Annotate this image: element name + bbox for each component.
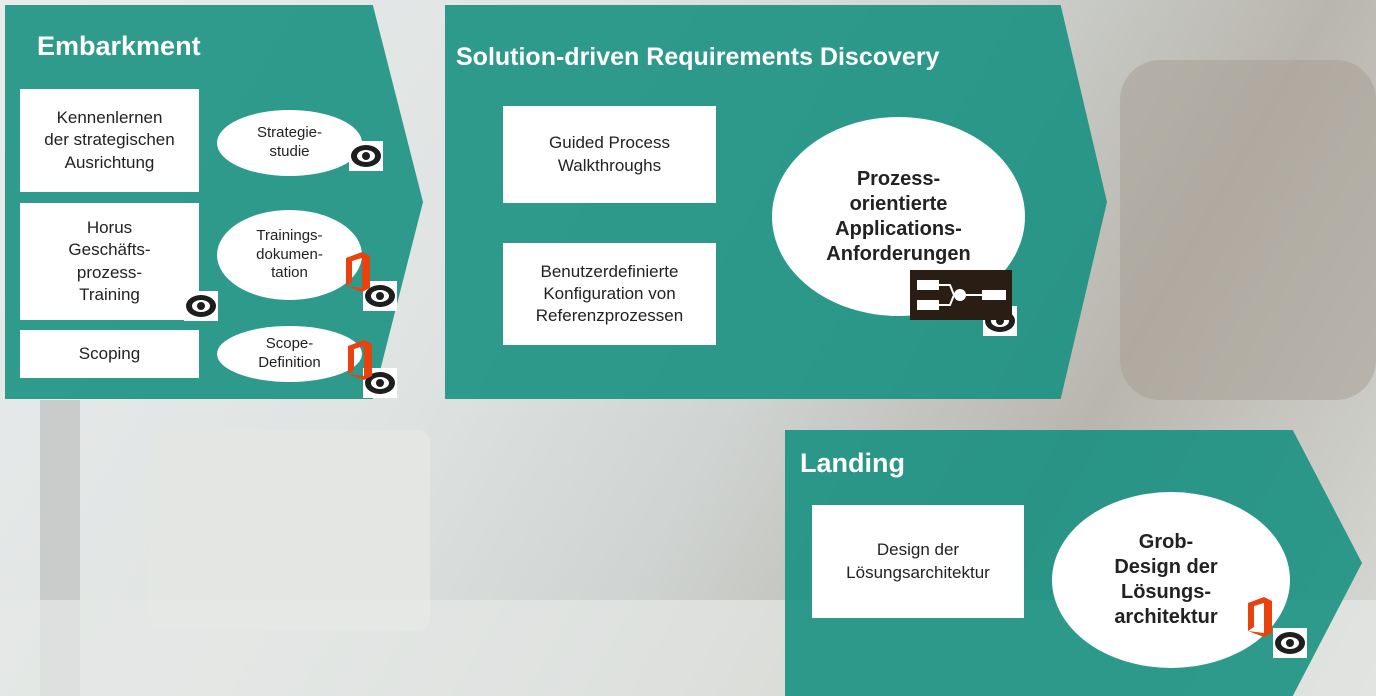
deliverable-label: Trainings- dokumen- tation xyxy=(256,226,323,282)
activity-box: Design der Lösungsarchitektur xyxy=(812,505,1024,618)
deliverable-oval: Scope- Definition xyxy=(217,326,362,382)
activity-label: Design der Lösungsarchitektur xyxy=(846,540,990,582)
office-icon xyxy=(348,340,372,380)
office-icon xyxy=(346,252,370,292)
deliverable-oval: Grob- Design der Lösungs- architektur xyxy=(1052,492,1290,668)
deliverable-label: Strategie- studie xyxy=(256,124,323,160)
activity-box: Guided Process Walkthroughs xyxy=(503,106,716,203)
eye-icon xyxy=(1273,628,1307,658)
deliverable-oval: Strategie- studie xyxy=(217,110,362,176)
deliverable-label: Prozess- orientierte Applications- Anfor… xyxy=(826,167,971,265)
deliverable-label: Grob- Design der Lösungs- architektur xyxy=(1114,531,1218,628)
office-icon xyxy=(1248,597,1272,637)
activity-box: Horus Geschäfts- prozess- Training xyxy=(20,203,199,320)
deliverable-oval: Trainings- dokumen- tation xyxy=(217,210,362,300)
activity-label: Horus Geschäfts- prozess- Training xyxy=(68,218,151,304)
deliverable-label: Scope- Definition xyxy=(258,335,321,371)
activity-label: Scoping xyxy=(78,343,141,363)
activity-label: Benutzerdefinierte Konfiguration von Ref… xyxy=(535,261,684,326)
activity-box: Scoping xyxy=(20,330,199,378)
eye-icon xyxy=(363,281,397,311)
process-diagram-icon xyxy=(910,270,1012,320)
activity-label: Kennenlernen der strategischen Ausrichtu… xyxy=(44,108,175,172)
embarkment-title: Embarkment xyxy=(37,31,201,61)
activity-label: Guided Process Walkthroughs xyxy=(549,133,670,175)
eye-icon xyxy=(184,291,218,321)
discovery-title: Solution-driven Requirements Discovery xyxy=(456,43,940,71)
landing-title: Landing xyxy=(800,448,905,478)
eye-icon xyxy=(349,141,383,171)
activity-box: Benutzerdefinierte Konfiguration von Ref… xyxy=(503,243,716,345)
activity-box: Kennenlernen der strategischen Ausrichtu… xyxy=(20,89,199,192)
